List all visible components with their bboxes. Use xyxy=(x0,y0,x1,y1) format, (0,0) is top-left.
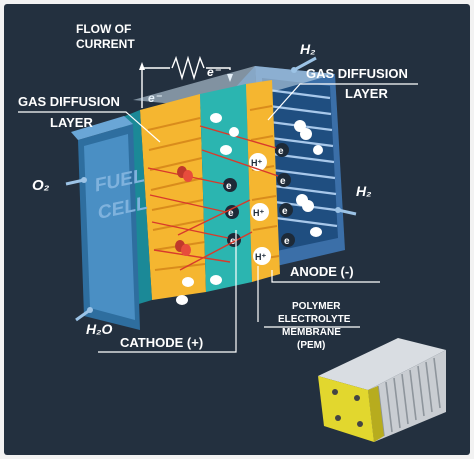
current-arrow-icon xyxy=(139,62,145,70)
proton-label-2: H⁺ xyxy=(253,208,264,218)
gas-diffusion-left-line2: LAYER xyxy=(50,115,93,130)
anode-leader xyxy=(271,270,380,283)
circuit-wire-right xyxy=(206,67,231,70)
proton-label-1: H⁺ xyxy=(251,158,262,168)
proton-markers: H⁺ H⁺ H⁺ xyxy=(249,153,271,265)
gas-ports xyxy=(65,56,357,322)
cathode-plate xyxy=(71,116,140,330)
resistor-icon xyxy=(171,55,205,81)
pem-label-line1: POLYMER xyxy=(292,301,341,312)
electron-symbol-2: e xyxy=(228,208,234,219)
gas-diffusion-left-line1: GAS DIFFUSION xyxy=(18,94,120,109)
flow-of-current-label-line1: FLOW OF xyxy=(76,22,131,36)
electron-symbol-7: e xyxy=(284,236,290,247)
electron-symbol-6: e xyxy=(282,206,288,217)
fuel-cell-stack-icon xyxy=(318,338,446,442)
gas-diffusion-right-leader xyxy=(267,83,418,121)
electron-flow-arrows xyxy=(147,125,279,271)
water-label: H₂O xyxy=(86,321,112,337)
gas-diffusion-right-line2: LAYER xyxy=(345,86,388,101)
electron-symbol-1: e xyxy=(226,181,232,192)
flow-of-current-label-line2: CURRENT xyxy=(76,37,135,51)
pem-label-line3: MEMBRANE xyxy=(282,327,341,338)
cathode-label: CATHODE (+) xyxy=(120,335,203,350)
cathode-leader xyxy=(98,230,237,353)
electron-symbol-4: e xyxy=(278,146,284,157)
gas-diffusion-left-leader xyxy=(18,111,161,143)
pem-label-line2: ELECTROLYTE xyxy=(278,314,351,325)
port-caps xyxy=(81,67,341,313)
anode-label: ANODE (-) xyxy=(290,264,354,279)
gas-diffusion-right-line1: GAS DIFFUSION xyxy=(306,66,408,81)
electron-label-right: e⁻ xyxy=(207,65,222,79)
electron-markers: e e e e e e e xyxy=(223,143,295,247)
pem-label-line4: (PEM) xyxy=(297,340,325,351)
electron-symbol-5: e xyxy=(280,176,286,187)
hydrogen-inlet-label: H₂ xyxy=(300,41,315,57)
oxygen-label: O₂ xyxy=(32,177,50,194)
hydrogen-outlet-label: H₂ xyxy=(356,183,371,199)
proton-label-3: H⁺ xyxy=(255,252,266,262)
